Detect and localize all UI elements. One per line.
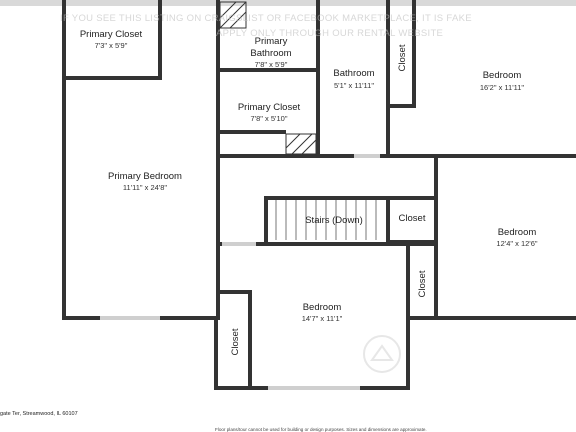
label-primary-bathroom-2: Bathroom xyxy=(250,48,291,59)
header-strip xyxy=(0,0,576,6)
dims-bedroom-right: 12'4" x 12'6" xyxy=(496,239,537,248)
label-closet-top: Closet xyxy=(397,44,408,71)
label-closet-right: Closet xyxy=(417,270,428,297)
watermark-line-1: IF YOU SEE THIS LISTING ON CRAIGSLIST OR… xyxy=(60,13,472,24)
windows xyxy=(100,154,380,390)
footer-disclaimer: Floor plans/tour cannot be used for buil… xyxy=(215,427,427,432)
label-primary-closet-1: Primary Closet xyxy=(80,29,143,40)
label-closet-mid: Closet xyxy=(399,213,426,224)
dims-bedroom-top-right: 16'2" x 11'11" xyxy=(480,83,525,92)
walls xyxy=(62,0,576,390)
dims-bathroom: 5'1" x 11'11" xyxy=(334,81,374,90)
label-primary-bathroom-1: Primary xyxy=(255,36,288,47)
label-stairs: Stairs (Down) xyxy=(305,215,363,226)
stair-treads xyxy=(275,200,377,240)
label-primary-bedroom: Primary Bedroom xyxy=(108,171,182,182)
dims-primary-closet-2: 7'8" x 5'10" xyxy=(251,114,288,123)
dims-primary-bedroom: 11'11" x 24'8" xyxy=(123,183,168,192)
label-primary-closet-2: Primary Closet xyxy=(238,102,301,113)
label-bathroom: Bathroom xyxy=(333,68,374,79)
logo-watermark xyxy=(363,335,401,373)
dims-primary-closet-1: 7'3" x 5'9" xyxy=(95,41,128,50)
label-closet-bottom: Closet xyxy=(230,328,241,355)
footer-address: gate Ter, Streamwood, IL 60107 xyxy=(0,411,78,417)
label-bedroom-bottom: Bedroom xyxy=(303,302,342,313)
label-bedroom-top-right: Bedroom xyxy=(483,70,522,81)
dims-bedroom-bottom: 14'7" x 11'1" xyxy=(302,314,343,323)
label-bedroom-right: Bedroom xyxy=(498,227,537,238)
dims-primary-bathroom: 7'8" x 5'9" xyxy=(255,60,288,69)
hatched-fixtures xyxy=(219,1,317,155)
watermark-line-2: APPLY ONLY THROUGH OUR RENTAL WEBSITE xyxy=(216,28,443,39)
